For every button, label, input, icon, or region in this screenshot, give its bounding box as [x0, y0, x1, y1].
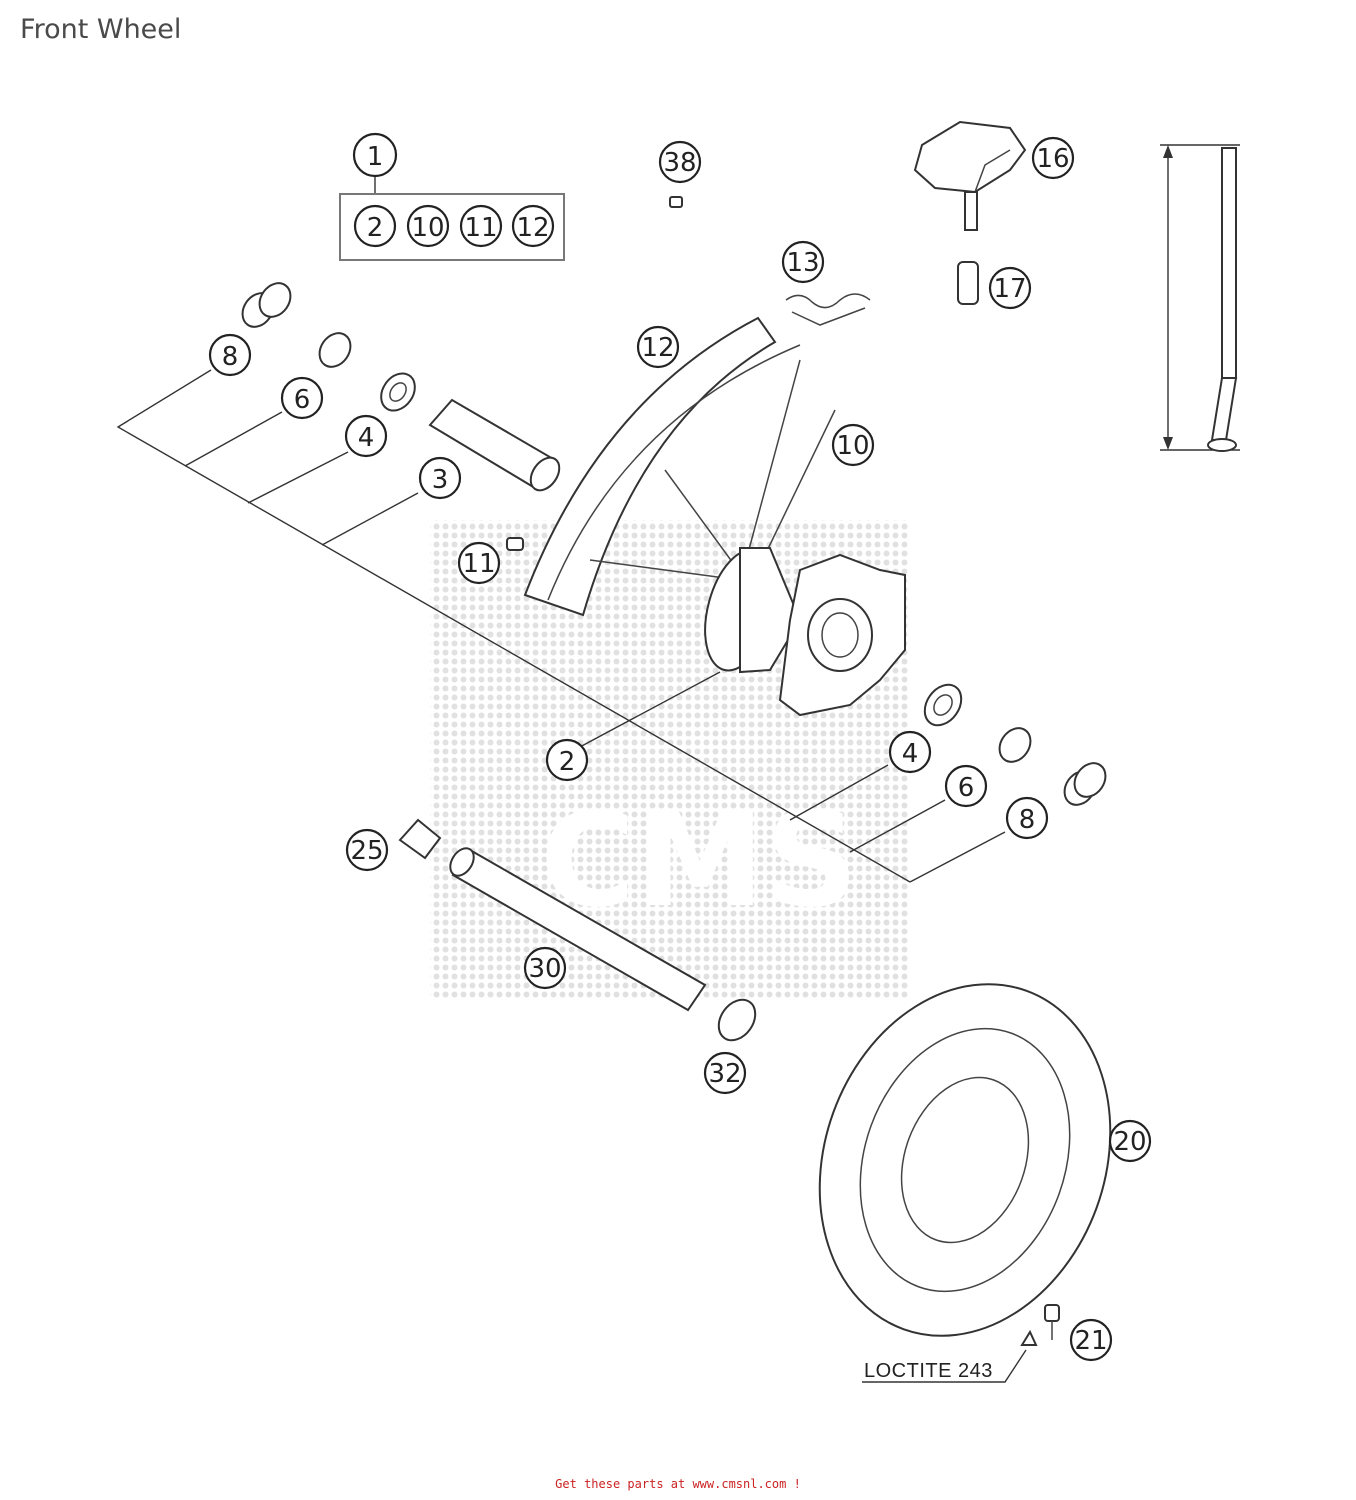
right-leaders [577, 671, 1006, 883]
part-16-rim-lock [913, 120, 1027, 231]
callout-17: 17 [993, 274, 1026, 304]
callout-8-left: 8 [222, 342, 239, 372]
callout-25: 25 [350, 836, 383, 866]
callout-1: 1 [367, 142, 384, 172]
part-11-nipple [506, 537, 524, 551]
spoke-dimension [1160, 144, 1240, 452]
callout-kit-2: 2 [367, 213, 384, 243]
callout-6-left: 6 [294, 385, 311, 415]
callout-32: 32 [708, 1059, 741, 1089]
callout-3: 3 [432, 465, 449, 495]
watermark-text: CMS [540, 784, 858, 936]
callout-kit-10: 10 [411, 213, 444, 243]
footer-link[interactable]: Get these parts at www.cmsnl.com ! [555, 1477, 801, 1491]
right-stack [923, 683, 1107, 806]
loctite-label: LOCTITE 243 [864, 1360, 993, 1382]
callout-38: 38 [663, 148, 696, 178]
part-25-axle-nut [398, 818, 442, 860]
callout-8-right: 8 [1019, 805, 1036, 835]
callout-2: 2 [559, 747, 576, 777]
callout-20: 20 [1113, 1127, 1146, 1157]
page-title: Front Wheel [20, 14, 182, 45]
callout-6-right: 6 [958, 773, 975, 803]
callouts: 1 2 10 11 12 38 16 17 13 12 10 8 6 4 3 1… [208, 132, 1152, 1362]
callout-10: 10 [836, 431, 869, 461]
callout-21: 21 [1074, 1326, 1107, 1356]
part-17-nut [957, 261, 979, 305]
part-13-rim-tape [785, 293, 871, 326]
part-12-rim [523, 316, 801, 617]
callout-4-right: 4 [902, 739, 919, 769]
kit-group [339, 176, 565, 261]
part-20-brake-disc [818, 983, 1112, 1337]
callout-16: 16 [1036, 144, 1069, 174]
part-21-screw: LOCTITE 243 [862, 1304, 1060, 1383]
callout-13: 13 [786, 248, 819, 278]
callout-kit-11: 11 [464, 213, 497, 243]
part-2-hub [704, 547, 906, 717]
part-38-valve-cap [669, 196, 683, 208]
left-leaders [116, 369, 911, 883]
callout-kit-12: 12 [516, 213, 549, 243]
callout-12: 12 [641, 333, 674, 363]
left-stack [241, 282, 561, 492]
callout-30: 30 [528, 954, 561, 984]
part-30-axle [449, 847, 707, 1012]
callout-11: 11 [462, 549, 495, 579]
callout-4-left: 4 [358, 423, 375, 453]
part-32-spacer [717, 998, 757, 1042]
